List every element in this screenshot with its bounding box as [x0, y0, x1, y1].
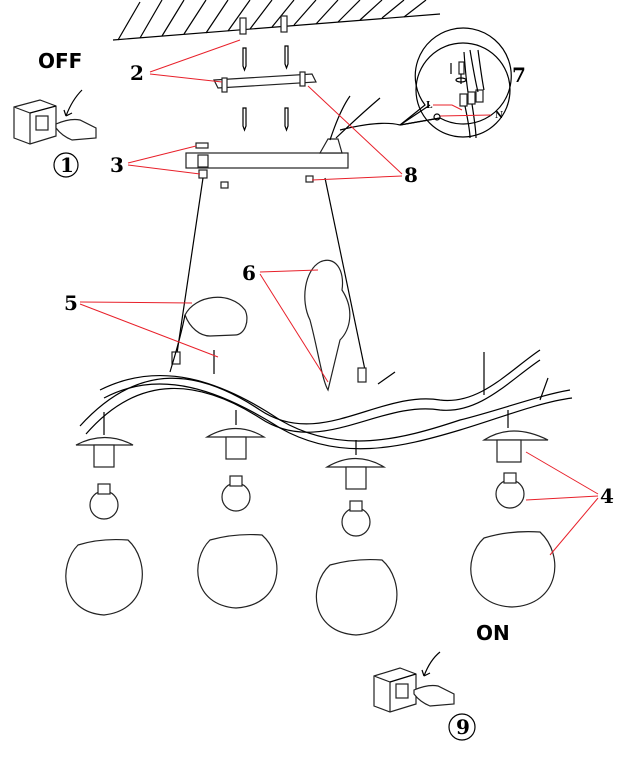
- ground-icon: [433, 113, 441, 121]
- wave-frame: [79, 349, 573, 450]
- ceiling-hatch-icon: [112, 0, 441, 41]
- off-label: OFF: [38, 49, 82, 73]
- callout-3: 3: [110, 153, 124, 177]
- mounting-bracket: [213, 71, 317, 93]
- terminal-block-icon: [459, 89, 484, 107]
- on-label: ON: [476, 621, 510, 645]
- screw-icon: [242, 45, 289, 132]
- bulb-icon: [89, 483, 119, 520]
- step-1-circle: [53, 152, 79, 178]
- globe-shade-icon: [65, 538, 143, 616]
- bulb-icon: [495, 472, 525, 509]
- arrow-icon: [421, 651, 441, 677]
- hand-icon: [55, 118, 97, 141]
- globe-shade-icon: [197, 533, 278, 609]
- lamp-unit-1: [65, 412, 143, 616]
- canopy: [185, 95, 401, 189]
- callout-8: 8: [404, 163, 418, 187]
- bird-icon: [169, 259, 351, 392]
- lamp-unit-4: [470, 410, 556, 608]
- callout-2: 2: [130, 61, 144, 85]
- hand-icon: [413, 684, 455, 707]
- leader-lines: [79, 39, 599, 556]
- globe-shade-icon: [470, 531, 556, 608]
- arrow-icon: [63, 89, 83, 117]
- lamp-unit-3: [315, 440, 398, 636]
- step-9: 9: [456, 715, 470, 739]
- lamp-unit-2: [197, 410, 278, 609]
- wire-l-label: L: [426, 101, 433, 111]
- bulb-icon: [221, 475, 251, 512]
- step-1: 1: [60, 153, 74, 177]
- callout-7: 7: [512, 63, 526, 87]
- bulb-icon: [341, 500, 371, 537]
- callout-6: 6: [242, 261, 256, 285]
- callout-4: 4: [600, 484, 614, 508]
- wire-n-label: N: [495, 111, 503, 121]
- wall-switch-icon: [13, 99, 57, 145]
- globe-shade-icon: [315, 558, 398, 636]
- step-9-circle: [448, 713, 476, 741]
- wiring-detail: L N: [399, 27, 512, 139]
- callout-5: 5: [64, 291, 78, 315]
- wall-switch-icon: [373, 667, 417, 713]
